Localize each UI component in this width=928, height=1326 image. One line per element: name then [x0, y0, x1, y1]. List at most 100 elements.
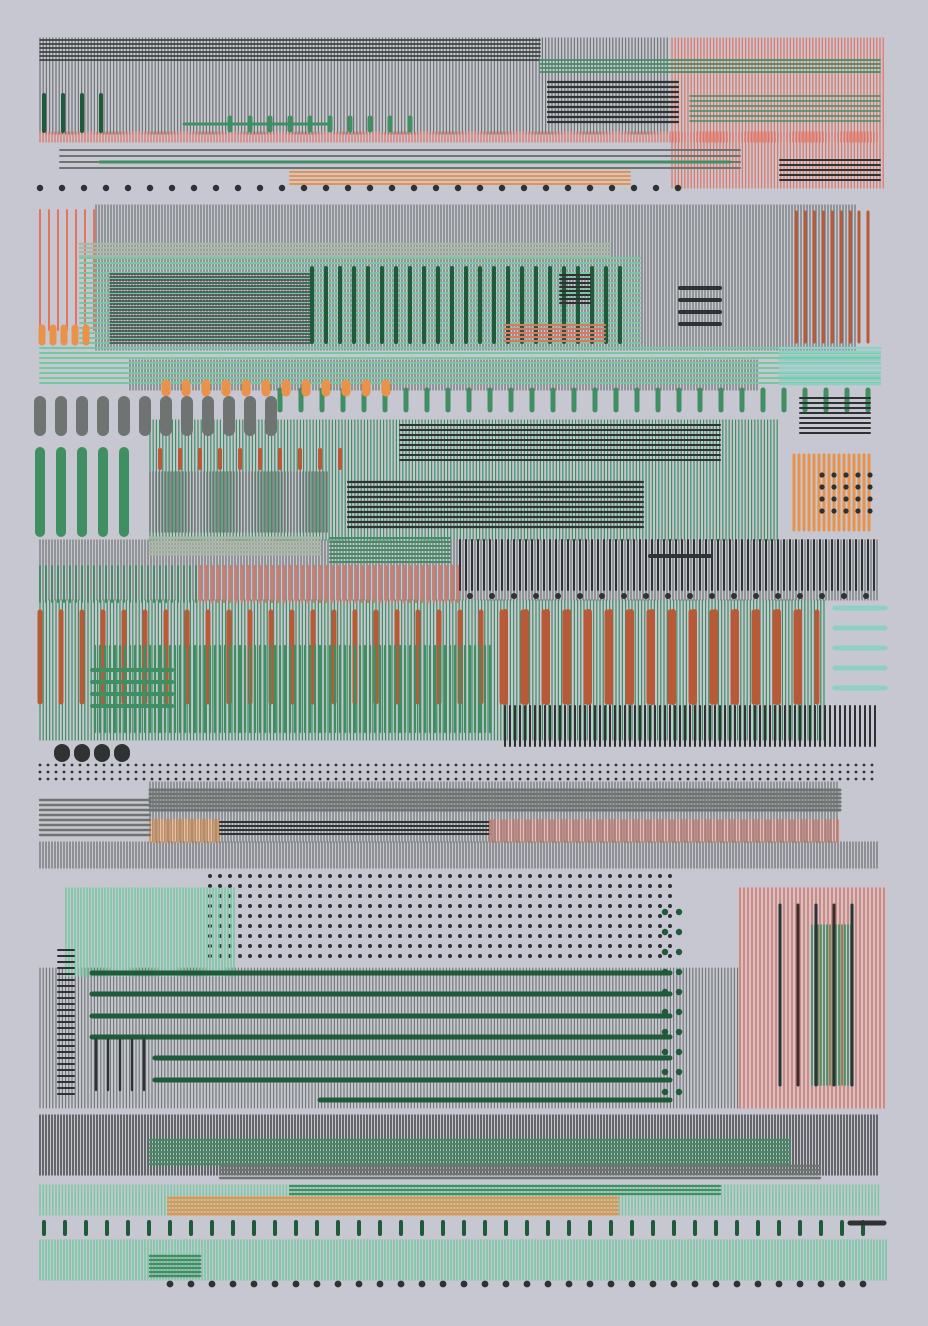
- dot: [618, 884, 622, 888]
- dot: [390, 763, 394, 767]
- dot: [578, 924, 582, 928]
- dot: [288, 894, 292, 898]
- dot: [758, 777, 762, 781]
- dot: [646, 763, 650, 767]
- dot: [726, 763, 730, 767]
- dot: [588, 914, 592, 918]
- dot: [470, 777, 474, 781]
- dot: [248, 874, 252, 878]
- dot: [646, 770, 650, 774]
- dot: [578, 934, 582, 938]
- dot: [246, 777, 250, 781]
- dot: [348, 894, 352, 898]
- dot: [494, 777, 498, 781]
- dot: [310, 777, 314, 781]
- dot: [268, 884, 272, 888]
- dot: [438, 944, 442, 948]
- dot: [238, 954, 242, 958]
- dot: [262, 777, 266, 781]
- dot: [628, 894, 632, 898]
- dot: [558, 763, 562, 767]
- dot: [774, 763, 778, 767]
- dot: [222, 770, 226, 774]
- dot: [870, 777, 874, 781]
- dot: [134, 763, 138, 767]
- dot: [618, 944, 622, 948]
- dot: [518, 924, 522, 928]
- dot: [718, 763, 722, 767]
- dot: [508, 894, 512, 898]
- dot: [308, 894, 312, 898]
- dot: [468, 894, 472, 898]
- dot: [428, 874, 432, 878]
- dot: [478, 914, 482, 918]
- dot: [628, 924, 632, 928]
- dot: [414, 777, 418, 781]
- dot: [338, 924, 342, 928]
- dot: [766, 763, 770, 767]
- dot: [608, 884, 612, 888]
- dot: [534, 763, 538, 767]
- dot: [288, 904, 292, 908]
- dot: [438, 884, 442, 888]
- dot: [534, 770, 538, 774]
- dot: [498, 184, 506, 192]
- dot: [588, 904, 592, 908]
- dot: [348, 944, 352, 948]
- dot: [614, 777, 618, 781]
- dot: [350, 777, 354, 781]
- dot: [548, 894, 552, 898]
- dot: [46, 770, 50, 774]
- dot: [448, 884, 452, 888]
- dot: [258, 934, 262, 938]
- dot: [268, 924, 272, 928]
- dot: [598, 770, 602, 774]
- dot: [78, 777, 82, 781]
- dot: [668, 894, 672, 898]
- dot: [368, 954, 372, 958]
- dot: [350, 770, 354, 774]
- dot: [648, 874, 652, 878]
- dot: [478, 884, 482, 888]
- dot: [298, 894, 302, 898]
- dot: [670, 777, 674, 781]
- dot: [814, 770, 818, 774]
- dot: [94, 770, 98, 774]
- dot: [318, 924, 322, 928]
- dot: [508, 954, 512, 958]
- dot: [382, 770, 386, 774]
- dot: [344, 184, 352, 192]
- dot: [430, 777, 434, 781]
- dot: [558, 894, 562, 898]
- dot: [358, 904, 362, 908]
- dot: [268, 934, 272, 938]
- dot: [448, 944, 452, 948]
- dot: [822, 770, 826, 774]
- dot: [428, 884, 432, 888]
- dot: [278, 763, 282, 767]
- dot: [432, 184, 440, 192]
- dot: [294, 770, 298, 774]
- dot: [766, 777, 770, 781]
- dot: [598, 884, 602, 888]
- dot: [308, 884, 312, 888]
- dot: [528, 924, 532, 928]
- dot: [308, 934, 312, 938]
- dot: [528, 894, 532, 898]
- dot: [298, 954, 302, 958]
- dot: [408, 874, 412, 878]
- dot: [238, 884, 242, 888]
- dot: [520, 184, 528, 192]
- dot: [398, 934, 402, 938]
- dot: [550, 770, 554, 774]
- dot: [498, 934, 502, 938]
- dot: [508, 874, 512, 878]
- dot: [110, 777, 114, 781]
- dot: [838, 763, 842, 767]
- dot: [438, 924, 442, 928]
- dot: [638, 777, 642, 781]
- dot: [862, 770, 866, 774]
- dot: [654, 770, 658, 774]
- dot: [258, 904, 262, 908]
- dot: [70, 777, 74, 781]
